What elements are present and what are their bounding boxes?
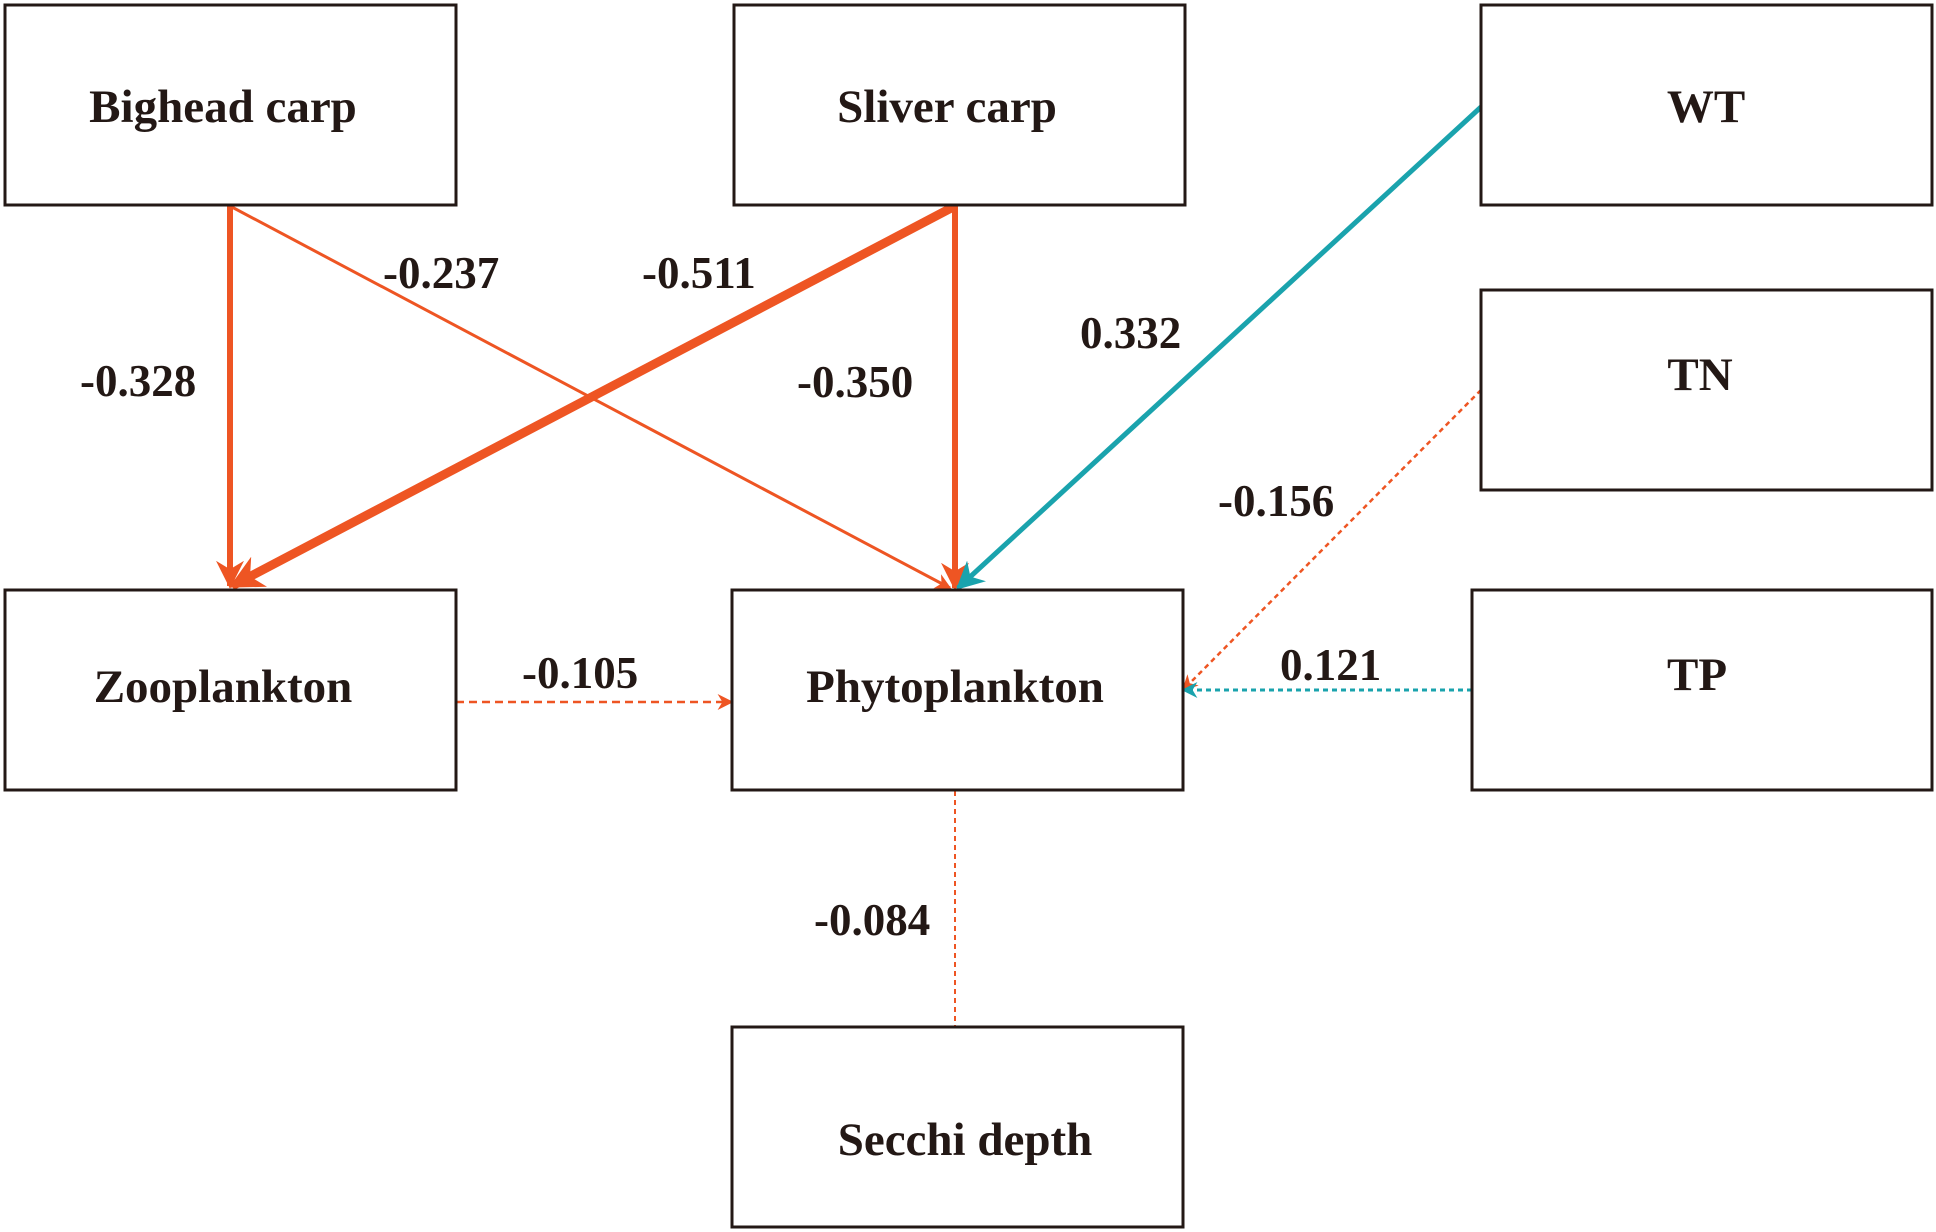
node-zooplankton: Zooplankton xyxy=(3,588,458,792)
node-secchi-depth: Secchi depth xyxy=(730,1025,1185,1229)
node-label: Zooplankton xyxy=(94,661,353,713)
coef-phytoplankton-secchi: -0.084 xyxy=(814,895,930,945)
edge-silver-zooplankton xyxy=(228,202,958,590)
node-label: Phytoplankton xyxy=(806,661,1104,713)
coef-tn-phytoplankton: -0.156 xyxy=(1218,476,1334,526)
node-wt: WT xyxy=(1479,3,1934,207)
coef-bighead-zooplankton: -0.328 xyxy=(80,356,196,406)
coef-zooplankton-phytoplankton: -0.105 xyxy=(522,648,638,698)
node-tp: TP xyxy=(1470,588,1934,792)
node-phytoplankton: Phytoplankton xyxy=(730,588,1185,792)
node-label: TN xyxy=(1667,349,1732,401)
node-bighead-carp: Bighead carp xyxy=(3,3,458,207)
coef-bighead-phytoplankton: -0.237 xyxy=(383,248,499,298)
coef-tp-phytoplankton: 0.121 xyxy=(1280,640,1381,690)
coef-wt-phytoplankton: 0.332 xyxy=(1080,308,1181,358)
node-label: TP xyxy=(1667,649,1727,701)
node-label: WT xyxy=(1667,81,1745,133)
coef-silver-phytoplankton: -0.350 xyxy=(797,357,913,407)
node-label: Bighead carp xyxy=(89,81,357,133)
node-tn: TN xyxy=(1479,288,1934,492)
node-silver-carp: Sliver carp xyxy=(732,3,1187,207)
node-label: Sliver carp xyxy=(837,81,1057,133)
coef-silver-zooplankton: -0.511 xyxy=(642,248,756,298)
edge-tn-phytoplankton xyxy=(1181,389,1482,692)
node-label: Secchi depth xyxy=(838,1114,1093,1166)
edge-wt-phytoplankton xyxy=(955,105,1483,590)
